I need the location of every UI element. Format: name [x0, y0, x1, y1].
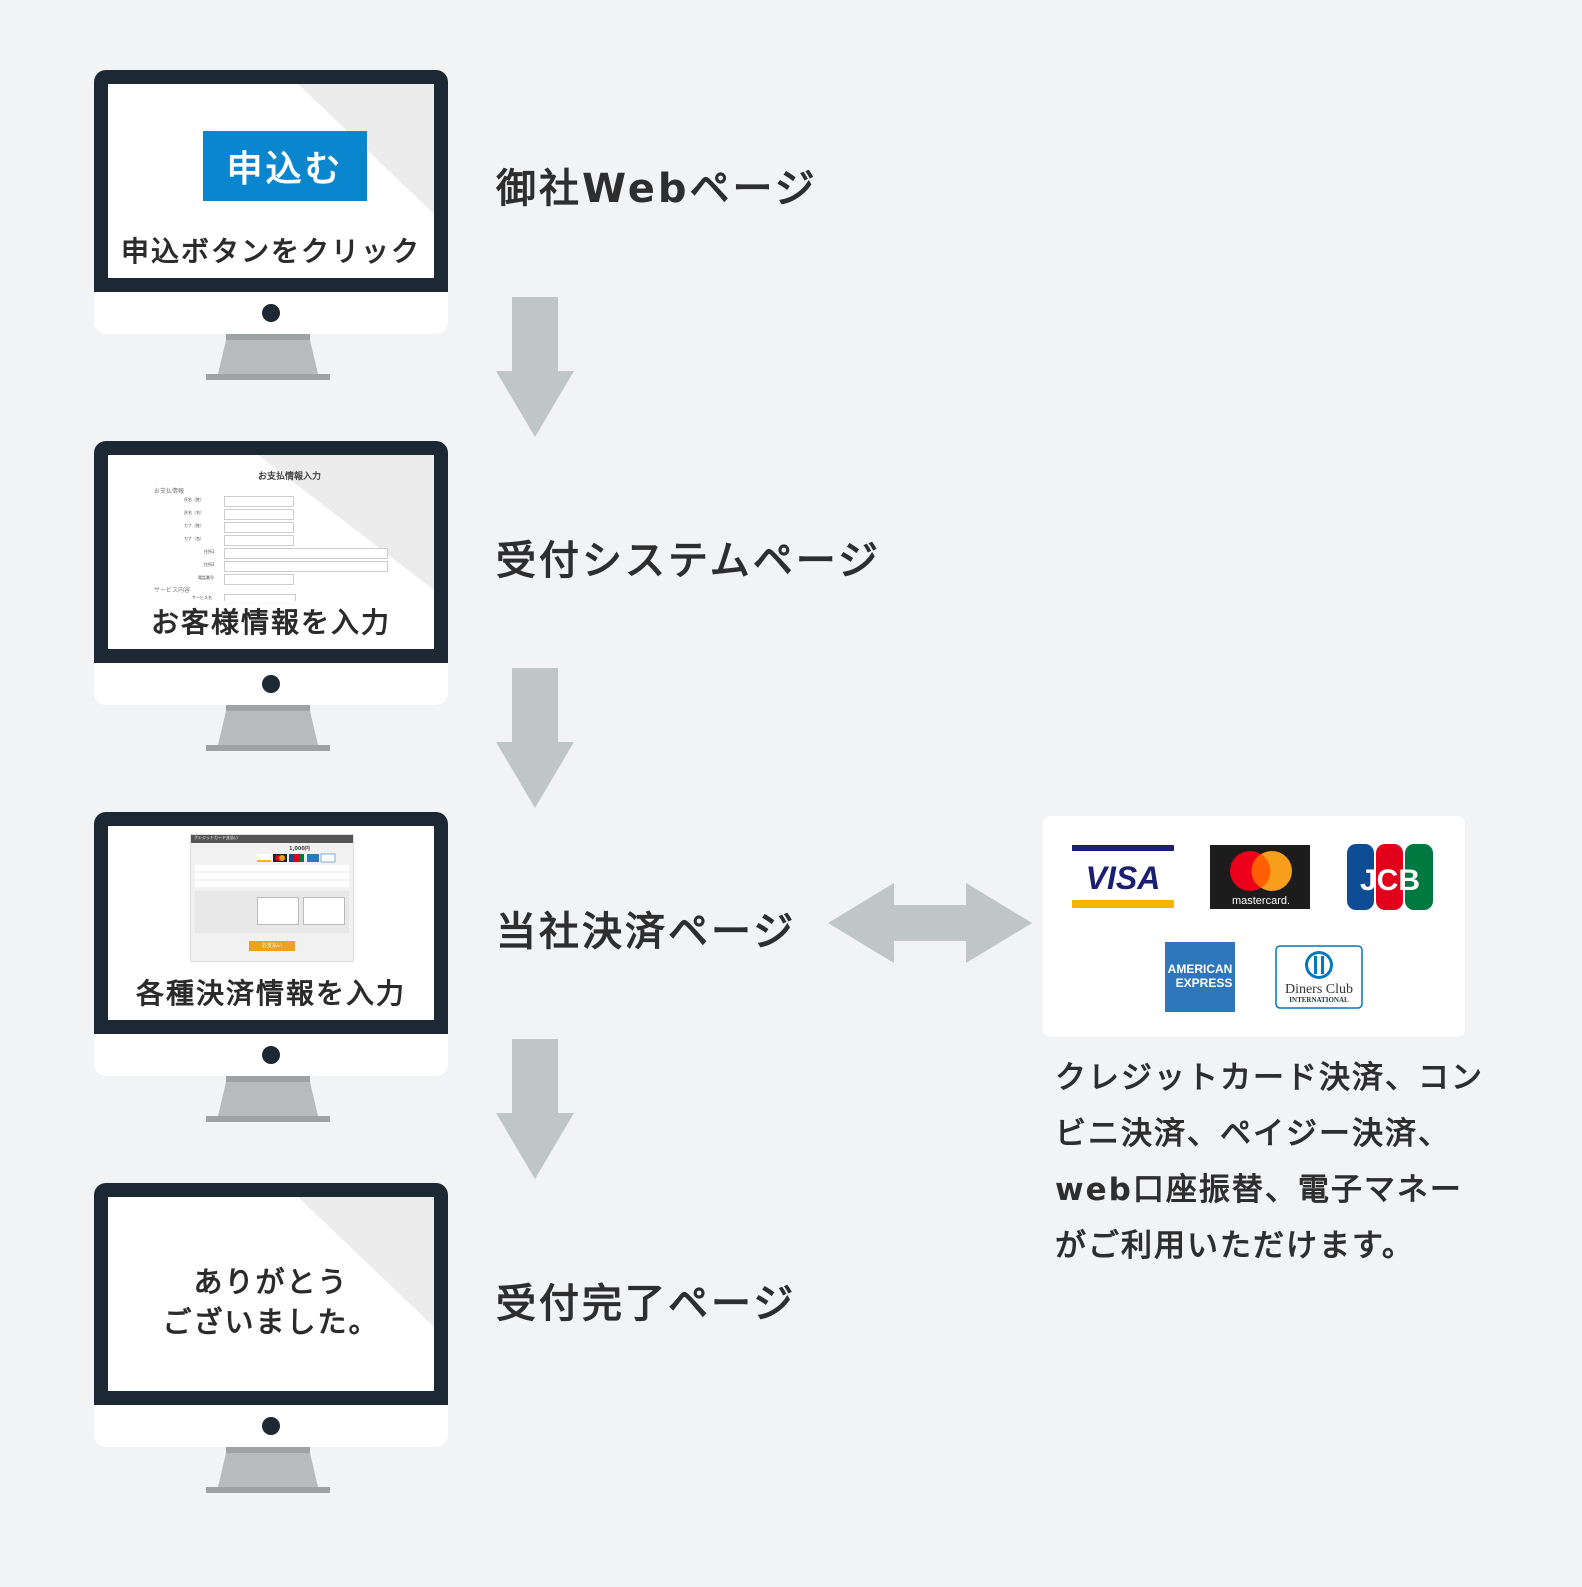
visa-text: VISA [1086, 860, 1161, 896]
amex-text-2: EXPRESS [1176, 976, 1233, 990]
power-dot [262, 1417, 280, 1435]
power-dot [262, 675, 280, 693]
amex-logo-icon: AMERICAN EXPRESS [1165, 942, 1235, 1012]
form-section-service: サービス内容 [154, 587, 191, 594]
monitor-stand [206, 334, 330, 380]
monitor-step-1: 申込む 申込ボタンをクリック [94, 70, 448, 382]
field-label: カナ（名） [184, 536, 204, 541]
monitor-screen: 申込む 申込ボタンをクリック [108, 84, 434, 278]
double-arrow [828, 883, 1032, 963]
form-row: 電話番号 [108, 573, 434, 585]
monitor-step-3: クレジットカード支払い 1,000円 お支払い 各種決済情報を入力 [94, 812, 448, 1124]
field-input[interactable] [224, 561, 388, 572]
form-row: 氏名（姓） [108, 495, 434, 507]
mini-rows [195, 865, 349, 887]
field-label: 電話番号 [198, 575, 214, 580]
diners-text-1: Diners Club [1285, 982, 1353, 997]
field-label: カナ（姓） [184, 523, 204, 528]
power-dot [262, 304, 280, 322]
payment-description: クレジットカード決済、コン ビニ決済、ペイジー決済、 web口座振替、電子マネー… [1055, 1050, 1484, 1274]
screen-label: 各種決済情報を入力 [108, 972, 434, 1012]
screen-label: 申込ボタンをクリック [120, 235, 421, 268]
form-heading: お支払情報入力 [258, 472, 322, 482]
diners-text-2: INTERNATIONAL [1289, 996, 1349, 1004]
field-input[interactable] [224, 496, 294, 507]
step-title-3: 当社決済ページ [496, 909, 797, 955]
field-label: 住所1 [204, 549, 215, 554]
monitor-step-4: ありがとう ございました。 [94, 1183, 448, 1495]
diners-club-logo-icon: Diners Club INTERNATIONAL [1275, 945, 1363, 1009]
field-input[interactable] [224, 509, 294, 520]
mini-card-logos [257, 853, 336, 863]
monitor-screen: お支払情報入力 お支払情報 氏名（姓） 氏名（名） カナ（姓） カナ（名） 住所… [108, 455, 434, 649]
screen-shade [258, 455, 434, 590]
jcb-logo-icon: JCB [1347, 844, 1433, 910]
mastercard-logo-icon: mastercard. [1210, 845, 1310, 909]
screen-label: お客様情報を入力 [108, 601, 434, 641]
form-row: 住所2 [108, 560, 434, 572]
field-input[interactable] [224, 574, 294, 585]
down-arrow-3 [496, 1039, 574, 1179]
field-label: 氏名（姓） [184, 497, 204, 502]
step-title-4: 受付完了ページ [496, 1281, 797, 1327]
field-label: 住所2 [204, 562, 215, 567]
mini-card-back [303, 897, 345, 925]
down-arrow-2 [496, 668, 574, 808]
form-section-payment: お支払情報 [154, 488, 185, 495]
field-input[interactable] [224, 535, 294, 546]
form-row: 住所1 [108, 547, 434, 559]
monitor-stand [206, 705, 330, 751]
description-line: がご利用いただけます。 [1055, 1228, 1415, 1264]
mini-card-images [195, 891, 349, 933]
form-row: 氏名（名） [108, 508, 434, 520]
payment-brands-box: VISA mastercard. JCB AMERICAN EXPRESS Di… [1043, 816, 1465, 1037]
field-label: 氏名（名） [184, 510, 204, 515]
apply-button[interactable]: 申込む [203, 131, 367, 201]
mini-card-front [257, 897, 299, 925]
field-input[interactable] [224, 548, 388, 559]
monitor-screen: ありがとう ございました。 [108, 1197, 434, 1391]
mastercard-text: mastercard. [1232, 895, 1290, 907]
jcb-text: JCB [1360, 864, 1420, 897]
monitor-screen: クレジットカード支払い 1,000円 お支払い 各種決済情報を入力 [108, 826, 434, 1020]
description-line: クレジットカード決済、コン [1055, 1060, 1484, 1096]
mini-pay-button[interactable]: お支払い [249, 941, 295, 951]
monitor-step-2: お支払情報入力 お支払情報 氏名（姓） 氏名（名） カナ（姓） カナ（名） 住所… [94, 441, 448, 753]
form-row: カナ（名） [108, 534, 434, 546]
field-input[interactable] [224, 522, 294, 533]
visa-logo-icon: VISA [1072, 845, 1174, 908]
description-line: ビニ決済、ペイジー決済、 [1055, 1116, 1451, 1152]
mini-payment-form: クレジットカード支払い 1,000円 お支払い [190, 834, 354, 962]
description-line: web口座振替、電子マネー [1055, 1172, 1463, 1208]
screen-shade [298, 1197, 434, 1327]
monitor-stand [206, 1447, 330, 1493]
mini-amount: 1,000円 [289, 846, 310, 852]
step-title-1: 御社Webページ [496, 166, 818, 212]
monitor-stand [206, 1076, 330, 1122]
thanks-line-1: ありがとう [193, 1265, 349, 1299]
mini-form-header: クレジットカード支払い [191, 835, 353, 843]
thanks-line-2: ございました。 [162, 1305, 380, 1339]
amex-text-1: AMERICAN [1168, 962, 1233, 976]
power-dot [262, 1046, 280, 1064]
down-arrow-1 [496, 297, 574, 437]
field-label: サービス名 [192, 595, 212, 600]
step-title-2: 受付システムページ [496, 538, 881, 584]
form-row: カナ（姓） [108, 521, 434, 533]
